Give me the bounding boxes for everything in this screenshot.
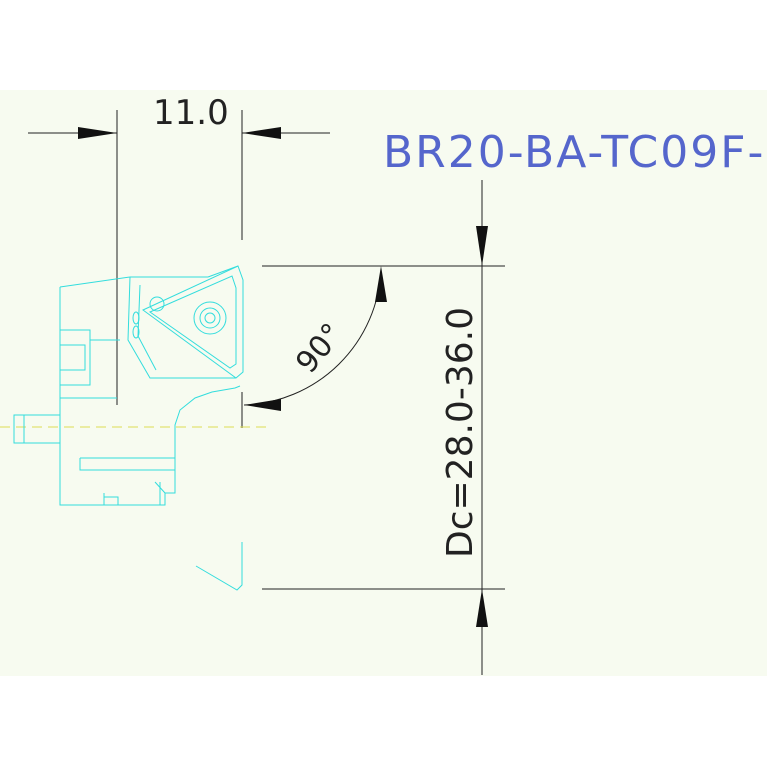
angle-arrow-top	[375, 266, 387, 302]
boring-tool-outline	[13, 265, 244, 591]
angle-arrow-left	[244, 399, 281, 411]
diameter-dimension-label: Dc=28.0-36.0	[440, 307, 481, 558]
width-arrow-left	[78, 127, 117, 139]
width-arrow-right	[242, 127, 281, 139]
diameter-arrow-top	[476, 226, 488, 266]
drawing-area	[0, 90, 767, 676]
drawing-title: BR20-BA-TC09F-11	[383, 127, 767, 178]
diameter-arrow-bottom	[476, 589, 488, 627]
width-dimension-label: 11.0	[153, 93, 229, 133]
